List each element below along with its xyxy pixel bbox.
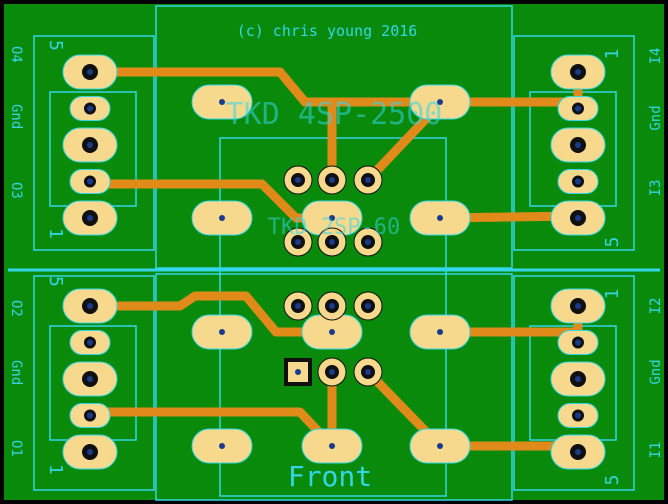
pad-hole <box>295 177 301 183</box>
label-gnd-right-bottom: Gnd <box>648 359 664 384</box>
right-top-connector-outline <box>513 35 635 251</box>
pad-hole <box>87 215 93 221</box>
pin-1-left-top: 1 <box>45 228 66 239</box>
pad-hole <box>437 443 443 449</box>
pad-hole <box>295 239 301 245</box>
pad-hole <box>365 177 371 183</box>
pad-hole <box>575 142 581 148</box>
label-o2: O2 <box>8 300 24 317</box>
pad-hole <box>575 215 581 221</box>
pad-hole <box>575 105 581 112</box>
pad-hole <box>437 99 443 105</box>
pad-hole <box>575 303 581 309</box>
label-i4: I4 <box>648 48 664 65</box>
top-relay-outline <box>155 5 513 269</box>
pad-hole <box>575 339 581 346</box>
pad-hole <box>329 239 335 245</box>
pad-hole <box>329 369 335 375</box>
label-o3: O3 <box>8 182 24 199</box>
pin-1-right-bottom: 1 <box>602 289 623 300</box>
pad-hole <box>295 303 301 309</box>
pad-hole <box>329 177 335 183</box>
label-gnd-left-top: Gnd <box>8 104 24 129</box>
label-i1: I1 <box>648 442 664 459</box>
pad-hole <box>437 215 443 221</box>
label-gnd-left-bottom: Gnd <box>8 360 24 385</box>
pad-hole <box>365 369 371 375</box>
pad-hole <box>575 376 581 382</box>
pin-1-left-bottom: 1 <box>45 464 66 475</box>
label-o1: O1 <box>8 440 24 457</box>
front-label: Front <box>288 460 372 493</box>
pad-hole <box>87 303 93 309</box>
label-gnd-right-top: Gnd <box>648 105 664 130</box>
pad-hole <box>329 303 335 309</box>
relay-pads <box>191 84 471 464</box>
pad-hole <box>329 215 335 221</box>
pin-1-right-top: 1 <box>602 49 623 60</box>
pad-hole <box>87 449 93 455</box>
pad-hole <box>87 178 93 185</box>
pad-hole <box>87 69 93 75</box>
left-top-connector-outline <box>33 35 155 251</box>
pad-hole <box>219 443 225 449</box>
pad-hole <box>219 329 225 335</box>
pad-hole <box>219 99 225 105</box>
bottom-relay-outline <box>155 273 513 501</box>
pad-hole <box>575 69 581 75</box>
trace-o2 <box>85 291 337 337</box>
silk-text: (c) chris young 2016 TKD 4SP-2500 TKD 2S… <box>8 22 664 493</box>
pad-hole <box>365 303 371 309</box>
small-relay-label: TKD 2SP-60 <box>268 215 400 240</box>
pad-hole <box>329 443 335 449</box>
pad-hole <box>575 178 581 185</box>
ic-pads <box>283 165 383 387</box>
pin-5-right-bottom: 5 <box>602 475 623 486</box>
left-bottom-connector-outline <box>33 275 155 491</box>
pad-hole <box>87 339 93 346</box>
pad-hole <box>87 105 93 112</box>
connector-pads <box>62 54 606 470</box>
pin-5-left-top: 5 <box>45 40 66 51</box>
pad-hole <box>329 329 335 335</box>
label-o4: O4 <box>8 46 24 63</box>
pad-hole <box>575 412 581 419</box>
trace-o4 <box>85 67 445 107</box>
pad-hole <box>87 376 93 382</box>
pad-hole <box>219 215 225 221</box>
top-relay-label: TKD 4SP-2500 <box>226 97 443 132</box>
pad-hole <box>87 412 93 419</box>
label-i2: I2 <box>648 298 664 315</box>
pin-5-left-bottom: 5 <box>45 276 66 287</box>
pad-hole <box>87 142 93 148</box>
pad-hole <box>437 329 443 335</box>
pad-hole <box>295 369 301 375</box>
pad-hole <box>575 449 581 455</box>
label-i3: I3 <box>648 180 664 197</box>
pin-5-right-top: 5 <box>602 237 623 248</box>
copyright-text: (c) chris young 2016 <box>237 22 418 40</box>
right-bottom-connector-outline <box>513 275 635 491</box>
pad-hole <box>365 239 371 245</box>
